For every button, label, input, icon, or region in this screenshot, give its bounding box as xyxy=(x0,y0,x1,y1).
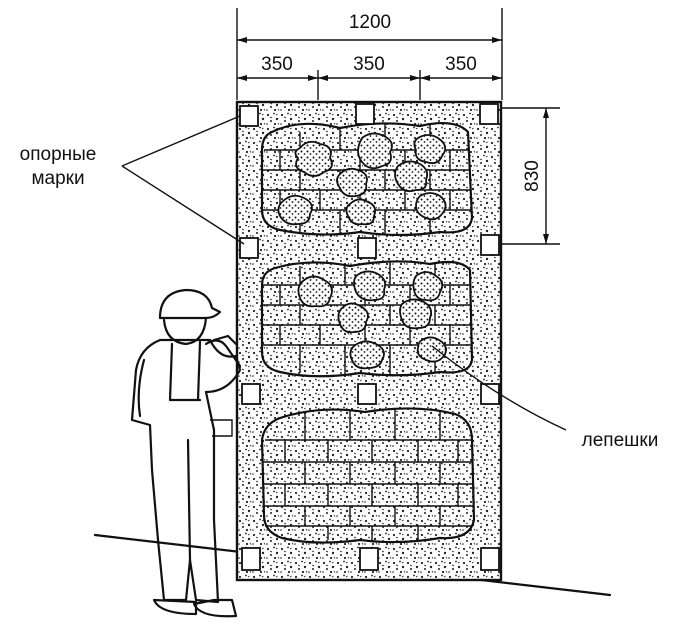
dim-height: 830 xyxy=(522,160,543,192)
worker-figure xyxy=(130,288,242,618)
reference-marks xyxy=(239,103,500,571)
dimension-line-right xyxy=(500,107,560,245)
dim-segment-1: 350 xyxy=(261,54,293,75)
dimension-lines-top xyxy=(236,8,503,100)
label-reference-marks-line1: опорные xyxy=(20,144,97,165)
leader-lines xyxy=(121,115,567,431)
dim-total-width: 1200 xyxy=(349,12,391,33)
label-plaster-dabs: лепешки xyxy=(582,430,659,451)
brick-zone-lower xyxy=(260,407,476,544)
label-reference-marks-line2: марки xyxy=(31,168,84,189)
dim-segment-2: 350 xyxy=(353,54,385,75)
plaster-dabs xyxy=(277,132,447,370)
dim-segment-3: 350 xyxy=(445,54,477,75)
